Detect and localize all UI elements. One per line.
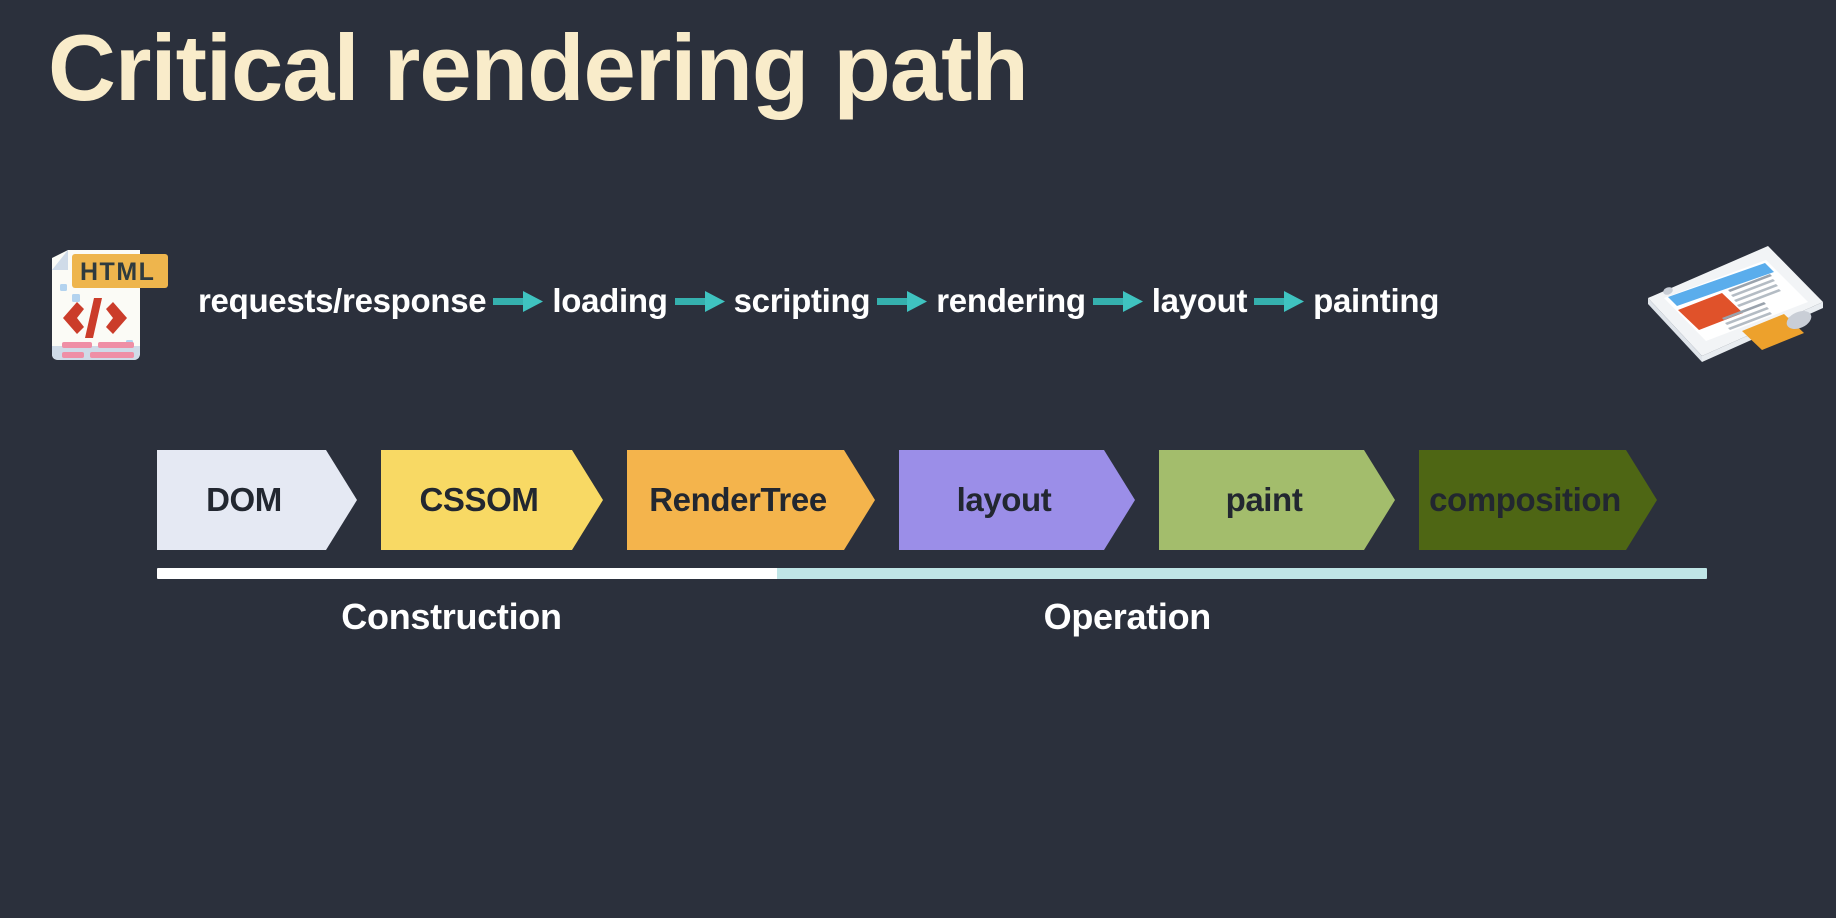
pipeline-step-scripting: scripting [733,282,871,319]
stage-label: CSSOM [419,481,539,518]
phase-segment-operation [777,568,1707,579]
stage-label: DOM [206,481,282,518]
arrow-right-icon [1249,284,1311,318]
arrow-right-icon [872,284,934,318]
phase-segment-construction [157,568,777,579]
page-title: Critical rendering path [48,15,1029,120]
stage-label: composition [1429,481,1621,518]
phase-label-construction: Construction [341,596,562,637]
stage-label: RenderTree [649,481,827,518]
svg-text:HTML: HTML [80,258,155,286]
stage-chevron-layout[interactable]: layout [899,450,1135,550]
stage-chevron-rendertree[interactable]: RenderTree [627,450,875,550]
phase-bar [157,568,1707,579]
stage-label: paint [1225,481,1303,518]
stage-chevron-row: DOM CSSOM RenderTree layout paint compos… [157,450,1657,550]
pipeline-step-loading: loading [552,282,668,319]
mobile-device-icon [1612,236,1832,366]
phase-labels: Construction Operation [157,596,1707,656]
stage-chevron-composition[interactable]: composition [1419,450,1657,550]
stage-label: layout [956,481,1052,518]
stage-chevron-cssom[interactable]: CSSOM [381,450,603,550]
pipeline-step-rendering: rendering [936,282,1086,319]
arrow-right-icon [1088,284,1150,318]
phase-label-operation: Operation [1043,596,1212,637]
pipeline-step-layout: layout [1151,282,1248,319]
html-file-icon: HTML [30,242,170,366]
arrow-right-icon [488,284,550,318]
pipeline-row: HTML requests/response loadi [0,236,1836,366]
pipeline-steps: requests/response loading scripting [196,236,1441,366]
pipeline-step-painting: painting [1313,282,1440,319]
arrow-right-icon [670,284,732,318]
stage-chevron-dom[interactable]: DOM [157,450,357,550]
stage-chevron-paint[interactable]: paint [1159,450,1395,550]
pipeline-step-requests-response: requests/response [198,282,487,319]
